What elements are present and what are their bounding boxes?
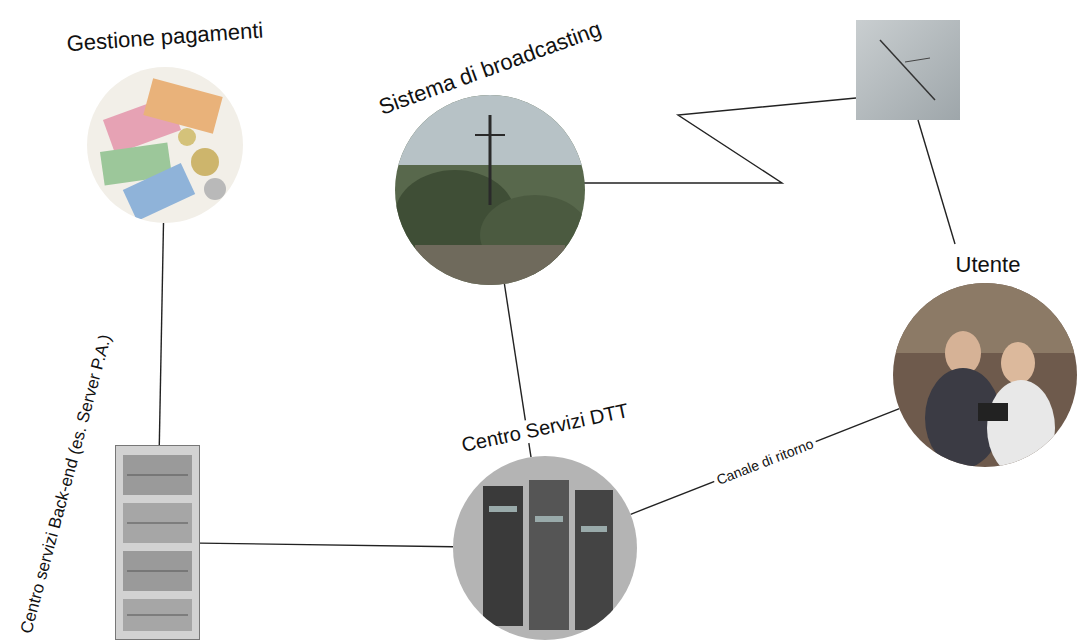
edge-label: Canale di ritorno <box>711 434 818 489</box>
dtt-circle: Centro Servizi DTT <box>453 456 637 640</box>
antenna-element <box>905 58 930 62</box>
node-label: Centro servizi Back-end (es. Server P.A.… <box>16 331 116 638</box>
antenna-link <box>918 120 955 244</box>
user-circle: Utente <box>893 283 1077 467</box>
payments-circle: Gestione pagamenti <box>87 67 243 223</box>
broadcasting-circle: Sistema di broadcasting <box>395 95 585 285</box>
node-picture <box>395 95 585 285</box>
antenna-mast <box>880 40 935 100</box>
connector <box>200 543 453 547</box>
node-picture <box>893 283 1077 467</box>
node-picture <box>453 456 637 640</box>
broadcast-link <box>580 98 856 183</box>
node-label: Centro Servizi DTT <box>457 399 632 458</box>
antenna-picture <box>856 20 960 120</box>
node-label: Utente <box>954 252 1023 277</box>
node-picture <box>87 67 243 223</box>
connector <box>159 223 163 445</box>
server-rack: Centro servizi Back-end (es. Server P.A.… <box>115 445 200 640</box>
connector <box>631 409 900 515</box>
node-label: Gestione pagamenti <box>64 17 266 56</box>
node-picture <box>115 445 200 640</box>
